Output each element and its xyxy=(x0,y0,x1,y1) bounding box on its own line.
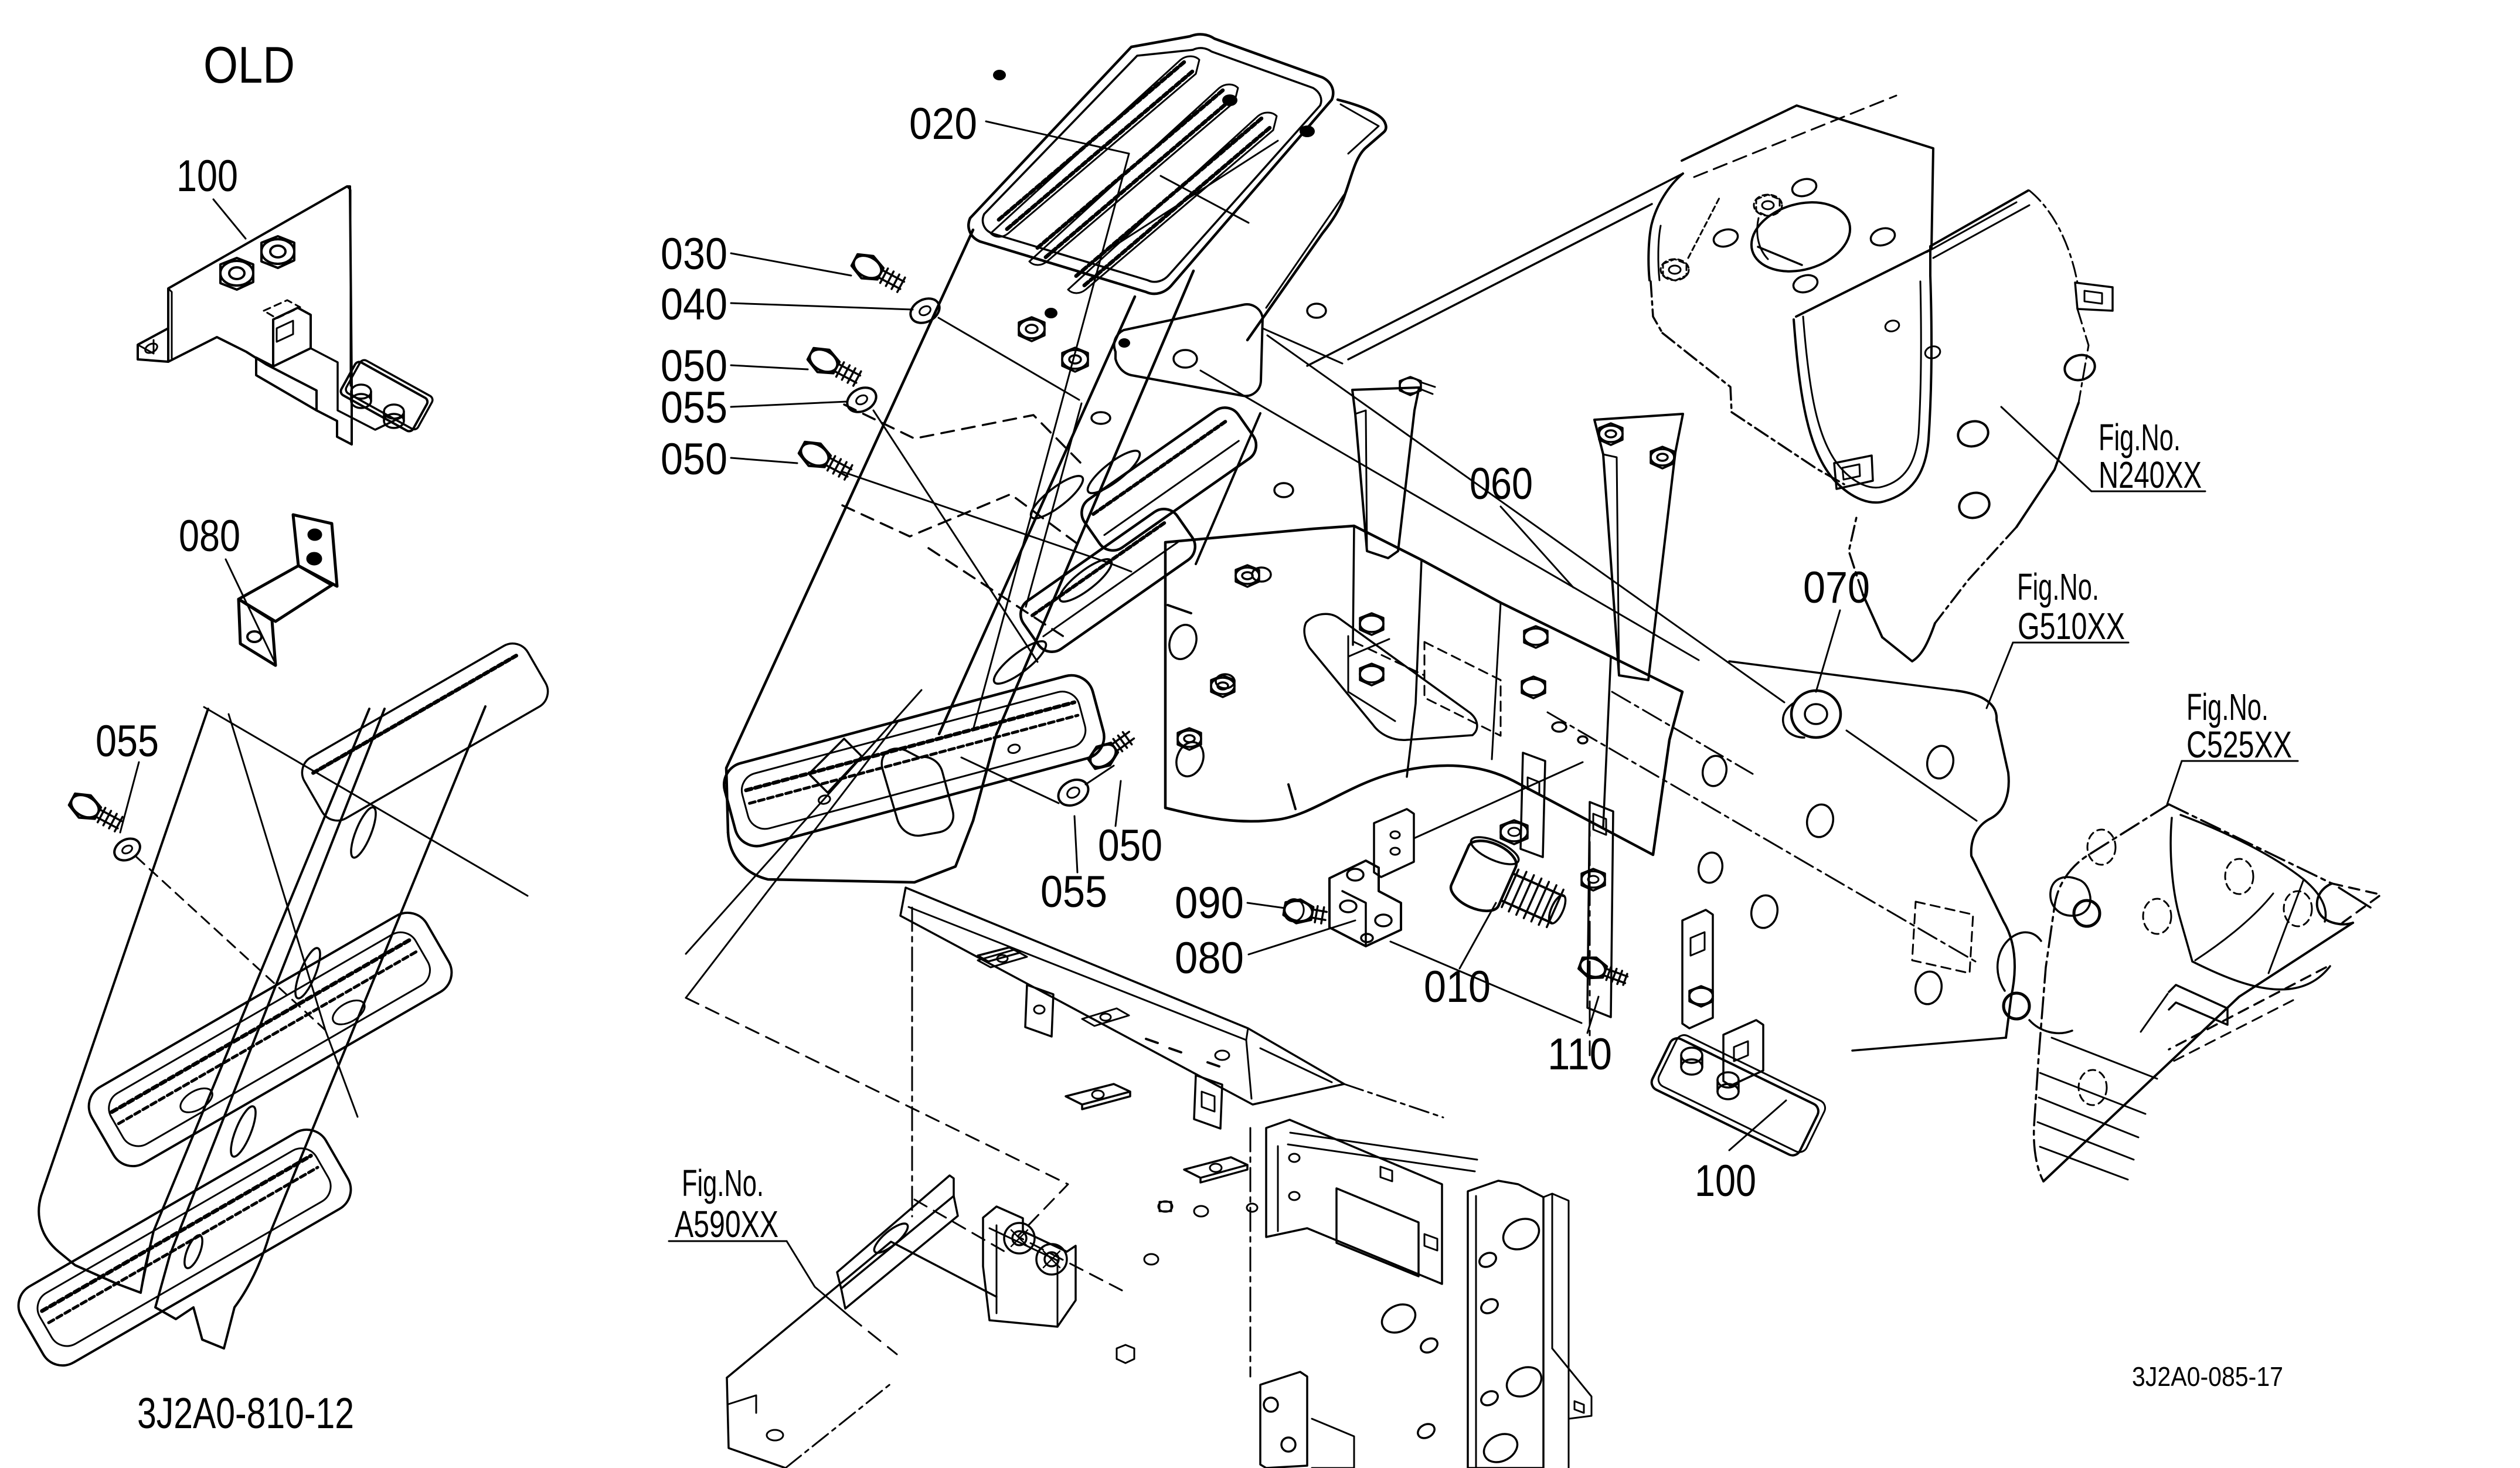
svg-text:Fig.No.: Fig.No. xyxy=(682,1162,764,1204)
svg-text:Fig.No.: Fig.No. xyxy=(2186,686,2269,728)
svg-text:040: 040 xyxy=(661,280,727,329)
svg-text:OLD: OLD xyxy=(203,36,295,94)
svg-text:050: 050 xyxy=(661,434,727,484)
svg-text:090: 090 xyxy=(1175,878,1244,928)
svg-text:Fig.No.: Fig.No. xyxy=(2017,566,2099,608)
svg-text:050: 050 xyxy=(1098,821,1162,871)
svg-text:080: 080 xyxy=(1175,933,1244,983)
svg-text:100: 100 xyxy=(1695,1156,1756,1206)
svg-text:A590XX: A590XX xyxy=(675,1203,778,1245)
svg-text:110: 110 xyxy=(1548,1029,1612,1079)
svg-text:N240XX: N240XX xyxy=(2099,454,2202,496)
svg-text:C525XX: C525XX xyxy=(2186,723,2292,766)
svg-text:055: 055 xyxy=(1040,867,1107,917)
svg-text:020: 020 xyxy=(909,99,977,149)
svg-text:G510XX: G510XX xyxy=(2018,605,2125,647)
svg-text:030: 030 xyxy=(661,229,727,279)
svg-text:Fig.No.: Fig.No. xyxy=(2099,416,2181,458)
svg-text:055: 055 xyxy=(661,383,727,433)
svg-text:055: 055 xyxy=(96,716,159,766)
svg-text:080: 080 xyxy=(179,511,240,561)
svg-text:070: 070 xyxy=(1803,563,1870,613)
svg-text:100: 100 xyxy=(176,151,238,201)
svg-text:3J2A0-810-12: 3J2A0-810-12 xyxy=(137,1389,354,1438)
svg-text:3J2A0-085-17: 3J2A0-085-17 xyxy=(2132,1361,2283,1392)
svg-text:050: 050 xyxy=(661,341,727,391)
